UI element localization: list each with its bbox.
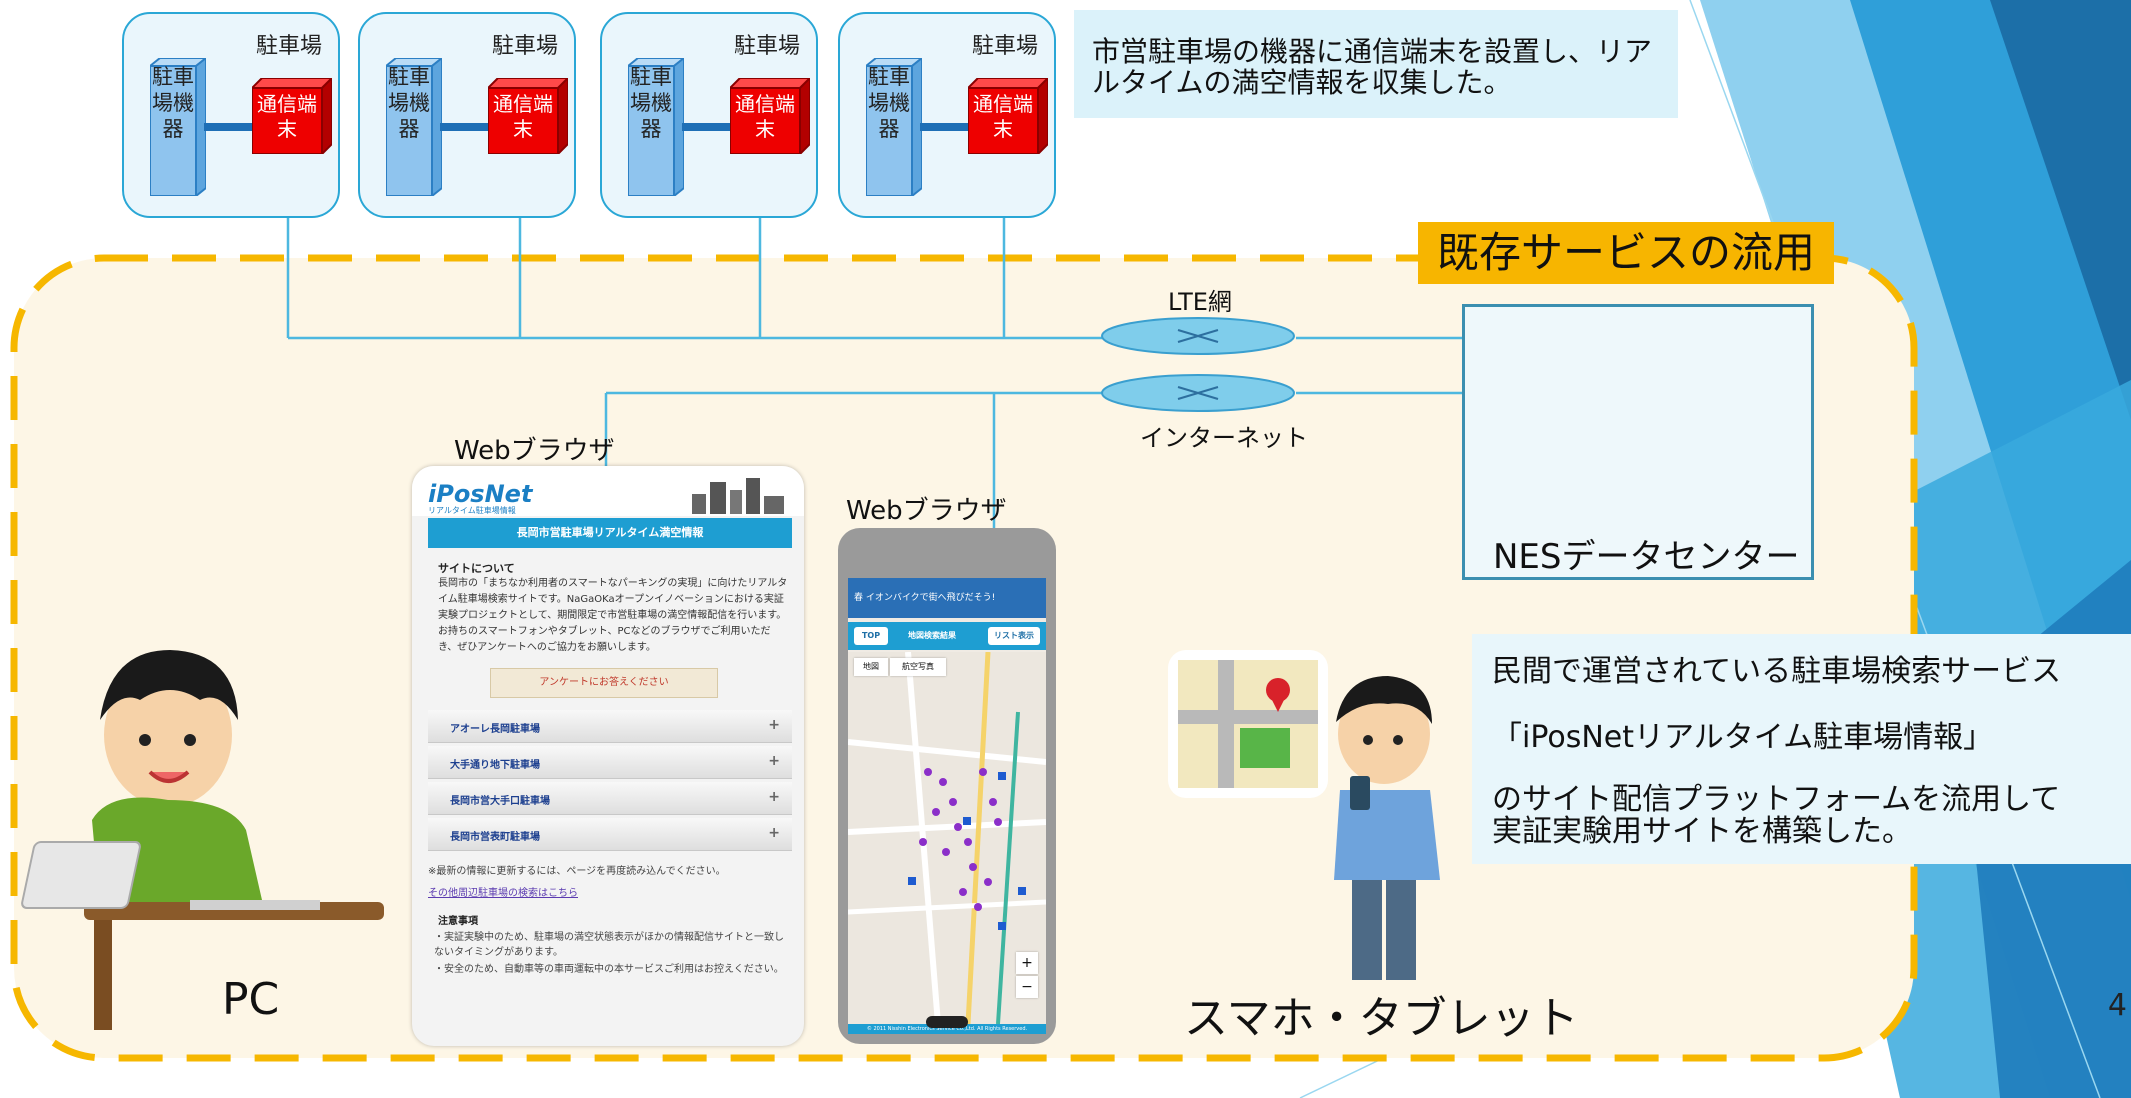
pc-user-illustration (21, 650, 384, 1030)
parking-lot-box: 駐車場 駐車場機器 通信端末 (838, 12, 1056, 218)
map-area[interactable]: 地図 航空写真 + − (848, 652, 1046, 1024)
zoom-in-button[interactable]: + (1016, 952, 1038, 974)
description-line: 「iPosNetリアルタイム駐車場情報」 (1492, 720, 1994, 755)
caution-title: 注意事項 (438, 916, 478, 927)
communication-terminal-icon (730, 78, 810, 154)
parking-lot-box: 駐車場 駐車場機器 通信端末 (600, 12, 818, 218)
phone-screen: 春 イオンバイクで街へ飛びだそう! TOP 地図検索結果 リスト表示 (848, 578, 1046, 1034)
parking-machine-icon (866, 58, 922, 196)
lte-network-icon (1101, 317, 1295, 355)
communication-terminal-label: 通信端末 (257, 92, 317, 141)
city-skyline-icon (692, 478, 784, 514)
expand-icon: + (768, 825, 780, 841)
pc-site-screenshot: iPosNet リアルタイム駐車場情報 長岡市営駐車場リアルタイム満空情報 サイ… (412, 466, 804, 1046)
cable-icon (682, 123, 734, 131)
pc-label: PC (222, 974, 280, 1025)
communication-terminal-icon (252, 78, 332, 154)
parking-list-item[interactable]: 長岡市営大手口駐車場 + (428, 782, 792, 815)
phone-browser-label: Webブラウザ (846, 496, 1007, 526)
parking-name: 長岡市営大手口駐車場 (450, 796, 550, 807)
smartphone-label: スマホ・タブレット (1184, 993, 1579, 1044)
parking-machine-icon (386, 58, 442, 196)
communication-terminal-label: 通信端末 (735, 92, 795, 141)
cable-icon (440, 123, 492, 131)
list-view-button[interactable]: リスト表示 (988, 627, 1040, 645)
communication-terminal-label: 通信端末 (493, 92, 553, 141)
site-logo: iPosNet (428, 480, 533, 508)
lte-label: LTE網 (1168, 288, 1232, 316)
description-line: 民間で運営されている駐車場検索サービス (1492, 654, 2062, 689)
parking-machine-label: 駐車場機器 (630, 65, 672, 141)
smartphone-user-illustration (1168, 650, 1440, 980)
description-line: 実証実験用サイトを構築した。 (1492, 814, 1912, 849)
phone-nav-bar: TOP 地図検索結果 リスト表示 (848, 622, 1046, 650)
phone-page-title: 地図検索結果 (908, 631, 956, 640)
communication-terminal-icon (968, 78, 1048, 154)
parking-machine-icon (628, 58, 684, 196)
communication-terminal-icon (488, 78, 568, 154)
about-text: 長岡市の「まちなか利用者のスマートなパーキングの実現」に向けたリアルタイム駐車場… (438, 578, 788, 653)
parking-lot-box: 駐車場 駐車場機器 通信端末 (122, 12, 340, 218)
top-button[interactable]: TOP (854, 627, 888, 645)
refresh-note: ※最新の情報に更新するには、ページを再度読み込んでください。 (428, 866, 726, 877)
ad-text: 春 イオンバイクで街へ飛びだそう! (854, 593, 996, 603)
other-parking-link[interactable]: その他周辺駐車場の検索はこちら (428, 888, 578, 899)
home-button[interactable] (926, 1016, 968, 1028)
parking-lot-title: 駐車場 (491, 34, 558, 59)
survey-button[interactable]: アンケートにお答えください (490, 668, 718, 698)
datacenter-box: NESデータセンター (1462, 304, 1814, 580)
existing-service-banner: 既存サービスの流用 (1418, 222, 1834, 284)
phone-ad-banner[interactable]: 春 イオンバイクで街へ飛びだそう! (848, 578, 1046, 618)
description-line: のサイト配信プラットフォームを流用して (1492, 782, 2061, 817)
parking-machine-label: 駐車場機器 (388, 65, 430, 141)
expand-icon: + (768, 789, 780, 805)
site-logo-sub: リアルタイム駐車場情報 (428, 506, 516, 515)
internet-label: インターネット (1140, 424, 1308, 452)
caution-text-1: ・実証実験中のため、駐車場の満空状態表示がほかの情報配信サイトと一致しないタイミ… (434, 932, 784, 958)
phone-footer: © 2011 Nisshin Electronics Service Co.,L… (848, 1024, 1046, 1034)
smartphone-mockup: 春 イオンバイクで街へ飛びだそう! TOP 地図検索結果 リスト表示 (838, 528, 1056, 1044)
parking-name: 長岡市営表町駐車場 (450, 832, 540, 843)
caution-text-2: ・安全のため、自動車等の車両運転中の本サービスご利用はお控えください。 (434, 964, 784, 975)
parking-lot-title: 駐車場 (971, 34, 1038, 59)
map-tab[interactable]: 地図 (854, 658, 888, 676)
parking-list-item[interactable]: 長岡市営表町駐車場 + (428, 818, 792, 851)
cable-icon (920, 123, 972, 131)
parking-machine-label: 駐車場機器 (868, 65, 910, 141)
parking-name: 大手通り地下駐車場 (450, 760, 540, 771)
parking-machine-label: 駐車場機器 (152, 65, 194, 141)
page-number: 4 (2107, 988, 2127, 1023)
site-header: iPosNet リアルタイム駐車場情報 (412, 466, 804, 516)
parking-lot-box: 駐車場 駐車場機器 通信端末 (358, 12, 576, 218)
expand-icon: + (768, 717, 780, 733)
parking-name: アオーレ長岡駐車場 (450, 724, 540, 735)
connection-lines (286, 170, 1462, 530)
parking-lot-title: 駐車場 (733, 34, 800, 59)
site-title-bar: 長岡市営駐車場リアルタイム満空情報 (428, 518, 792, 548)
map-drawing (848, 652, 1046, 1024)
parking-list-item[interactable]: アオーレ長岡駐車場 + (428, 710, 792, 743)
datacenter-label: NESデータセンター (1493, 537, 1800, 577)
about-title: サイトについて (438, 562, 515, 575)
parking-lot-title: 駐車場 (255, 34, 322, 59)
internet-network-icon (1101, 374, 1295, 412)
bg-triangle-dark (1990, 0, 2131, 420)
top-note: 市営駐車場の機器に通信端末を設置し、リアルタイムの満空情報を収集した。 (1074, 10, 1678, 118)
description-box: 民間で運営されている駐車場検索サービス 「iPosNetリアルタイム駐車場情報」… (1472, 634, 2131, 864)
zoom-out-button[interactable]: − (1016, 976, 1038, 998)
parking-machine-icon (150, 58, 206, 196)
cable-icon (204, 123, 256, 131)
aerial-tab[interactable]: 航空写真 (890, 658, 946, 676)
pc-browser-label: Webブラウザ (454, 436, 615, 466)
parking-list-item[interactable]: 大手通り地下駐車場 + (428, 746, 792, 779)
communication-terminal-label: 通信端末 (973, 92, 1033, 141)
expand-icon: + (768, 753, 780, 769)
